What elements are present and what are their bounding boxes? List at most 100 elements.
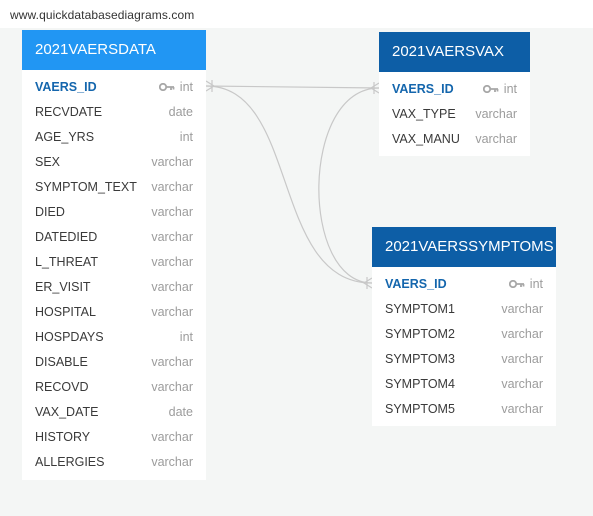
field-row[interactable]: L_THREAT varchar [22, 250, 206, 275]
field-name: SYMPTOM_TEXT [35, 180, 137, 194]
field-type: int [180, 325, 193, 350]
field-row[interactable]: HOSPDAYS int [22, 325, 206, 350]
field-type: varchar [501, 322, 543, 347]
field-row[interactable]: VAX_MANU varchar [379, 127, 530, 152]
field-type: varchar [475, 127, 517, 152]
field-type-label: varchar [501, 402, 543, 416]
field-name: ALLERGIES [35, 455, 105, 469]
field-name: DATEDIED [35, 230, 98, 244]
field-type-label: varchar [151, 380, 193, 394]
field-type: varchar [151, 150, 193, 175]
field-row[interactable]: SYMPTOM2 varchar [372, 322, 556, 347]
table-vaerssymptoms-header[interactable]: 2021VAERSSYMPTOMS [372, 227, 556, 267]
field-name: VAERS_ID [392, 82, 454, 96]
field-row[interactable]: ALLERGIES varchar [22, 450, 206, 475]
field-name: VAX_MANU [392, 132, 460, 146]
field-name: SYMPTOM5 [385, 402, 455, 416]
field-type-label: int [503, 82, 517, 96]
field-row[interactable]: SEX varchar [22, 150, 206, 175]
field-name: RECVDATE [35, 105, 103, 119]
field-type-label: date [168, 105, 193, 119]
field-name: SYMPTOM3 [385, 352, 455, 366]
relationship-line-vax-symptoms [318, 87, 380, 284]
relationship-line-data-vax [205, 85, 380, 89]
many-marker-vax [369, 82, 380, 94]
field-type: varchar [151, 450, 193, 475]
field-row[interactable]: VAERS_ID int [22, 75, 206, 100]
field-type: varchar [475, 102, 517, 127]
field-type: int [508, 272, 543, 297]
field-row[interactable]: HOSPITAL varchar [22, 300, 206, 325]
field-name: DISABLE [35, 355, 88, 369]
field-type-label: varchar [151, 255, 193, 269]
field-type: varchar [151, 175, 193, 200]
field-type: varchar [151, 300, 193, 325]
field-type-label: varchar [475, 132, 517, 146]
field-name: L_THREAT [35, 255, 98, 269]
field-type-label: varchar [151, 280, 193, 294]
field-name: VAERS_ID [35, 80, 97, 94]
field-type: varchar [151, 350, 193, 375]
relationship-line-data-symptoms [205, 85, 373, 284]
field-name: SEX [35, 155, 61, 169]
field-type-label: varchar [151, 430, 193, 444]
field-row[interactable]: VAERS_ID int [372, 272, 556, 297]
field-row[interactable]: SYMPTOM5 varchar [372, 397, 556, 422]
field-name: AGE_YRS [35, 130, 95, 144]
field-row[interactable]: RECOVD varchar [22, 375, 206, 400]
field-name: ER_VISIT [35, 280, 91, 294]
field-name: RECOVD [35, 380, 89, 394]
table-vaersdata-header[interactable]: 2021VAERSDATA [22, 30, 206, 70]
field-name: HISTORY [35, 430, 91, 444]
field-type: varchar [151, 250, 193, 275]
field-type: varchar [151, 425, 193, 450]
field-type: varchar [501, 347, 543, 372]
field-type-label: varchar [475, 107, 517, 121]
field-row[interactable]: SYMPTOM4 varchar [372, 372, 556, 397]
field-type: date [169, 100, 193, 125]
field-row[interactable]: HISTORY varchar [22, 425, 206, 450]
field-name: SYMPTOM2 [385, 327, 455, 341]
field-type-label: int [179, 130, 193, 144]
field-type: date [169, 400, 193, 425]
field-name: SYMPTOM1 [385, 302, 455, 316]
field-row[interactable]: SYMPTOM3 varchar [372, 347, 556, 372]
field-row[interactable]: SYMPTOM_TEXT varchar [22, 175, 206, 200]
field-row[interactable]: ER_VISIT varchar [22, 275, 206, 300]
field-row[interactable]: VAERS_ID int [379, 77, 530, 102]
field-type: varchar [501, 297, 543, 322]
field-type: varchar [501, 397, 543, 422]
field-row[interactable]: RECVDATE date [22, 100, 206, 125]
key-icon [158, 75, 175, 100]
field-row[interactable]: VAX_DATE date [22, 400, 206, 425]
field-type-label: varchar [501, 302, 543, 316]
table-vaersvax-header[interactable]: 2021VAERSVAX [379, 32, 530, 72]
key-icon [482, 77, 499, 102]
field-type-label: int [179, 80, 193, 94]
field-row[interactable]: AGE_YRS int [22, 125, 206, 150]
field-row[interactable]: DISABLE varchar [22, 350, 206, 375]
field-name: HOSPDAYS [35, 330, 104, 344]
field-type-label: varchar [501, 377, 543, 391]
field-type-label: varchar [151, 155, 193, 169]
field-type: int [482, 77, 517, 102]
field-name: HOSPITAL [35, 305, 96, 319]
field-name: VAX_DATE [35, 405, 99, 419]
field-type-label: varchar [151, 455, 193, 469]
field-type-label: int [179, 330, 193, 344]
field-type-label: varchar [151, 305, 193, 319]
field-row[interactable]: SYMPTOM1 varchar [372, 297, 556, 322]
field-name: DIED [35, 205, 65, 219]
field-name: VAERS_ID [385, 277, 447, 291]
field-name: SYMPTOM4 [385, 377, 455, 391]
